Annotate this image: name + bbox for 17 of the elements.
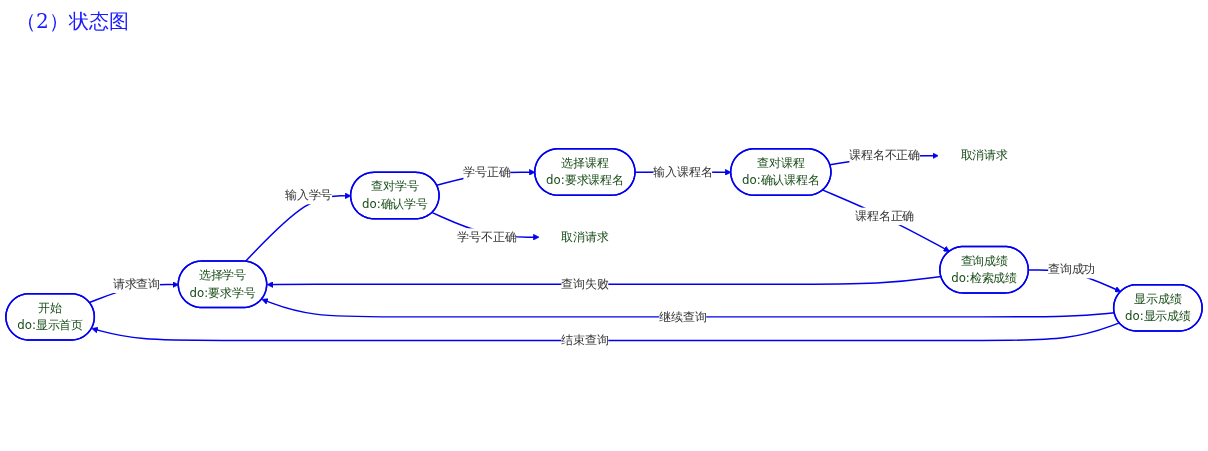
edge-label: 查询成功 [1048, 262, 1096, 277]
edge-label: 结束查询 [561, 332, 609, 347]
node-text: 取消请求 [561, 229, 609, 244]
edge-label: 继续查询 [659, 309, 707, 324]
diagram-title: （2）状态图 [16, 8, 129, 35]
arrow [822, 189, 950, 252]
edge-label: 请求查询 [112, 276, 160, 291]
edge-label: 输入学号 [285, 188, 333, 203]
edge-label: 课程名不正确 [849, 148, 921, 163]
arrow [91, 322, 1121, 342]
node-text: 取消请求 [960, 148, 1008, 163]
edge-label: 学号不正确 [457, 229, 517, 244]
edge-label: 学号正确 [463, 164, 511, 179]
arrow [266, 275, 942, 288]
edge-label: 输入课程名 [653, 164, 713, 179]
edge-label: 课程名正确 [855, 208, 915, 223]
edge-label: 查询失败 [561, 276, 609, 291]
